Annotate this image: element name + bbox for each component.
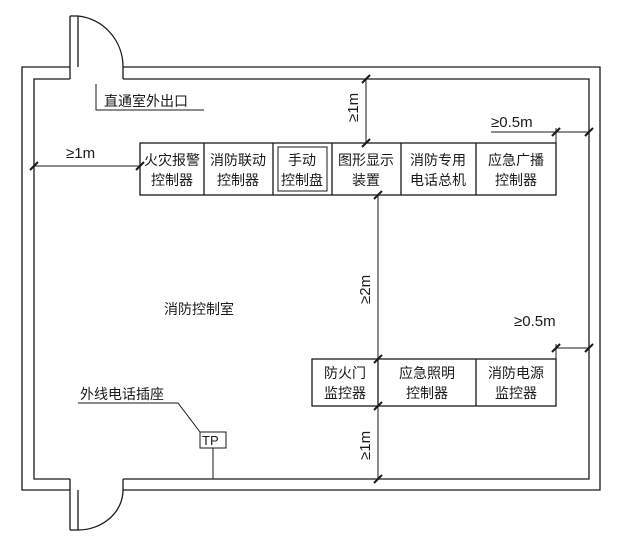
manual-panel-line1: 手动 — [288, 153, 316, 169]
fire-power-monitor-line1: 消防电源 — [488, 366, 544, 382]
emergency-broadcast-line2: 控制器 — [495, 173, 537, 189]
dimension-top: ≥1m — [345, 74, 371, 148]
exit-label: 直通室外出口 — [104, 93, 188, 110]
telephone-socket: 外线电话插座 TP — [78, 387, 227, 479]
dim-bottom-clearance: ≥1m — [357, 431, 374, 460]
room-walls — [21, 66, 601, 491]
dim-left-clearance: ≥1m — [66, 145, 95, 162]
dim-top-clearance: ≥1m — [345, 93, 362, 122]
fire-power-monitor-line2: 监控器 — [495, 386, 537, 402]
fire-alarm-controller-line1: 火灾报警 — [144, 152, 200, 169]
socket-symbol: TP — [202, 433, 219, 448]
room-label: 消防控制室 — [164, 301, 234, 318]
fire-door-monitor-line1: 防火门 — [324, 366, 366, 382]
fire-door-monitor-line2: 监控器 — [324, 386, 366, 402]
dimension-bottom-right: ≥0.5m — [514, 313, 594, 359]
dim-between-rows: ≥2m — [357, 275, 374, 304]
top-door — [69, 15, 124, 68]
emergency-broadcast-line1: 应急广播 — [488, 152, 544, 169]
dimension-top-right: ≥0.5m — [491, 114, 594, 143]
emergency-lighting-controller-line2: 控制器 — [406, 386, 448, 402]
dim-bottom-right-clearance: ≥0.5m — [514, 313, 556, 330]
socket-label: 外线电话插座 — [80, 387, 164, 403]
dimension-between-rows: ≥2m — [357, 190, 383, 364]
graphic-display-line2: 装置 — [352, 173, 380, 189]
linkage-controller-line2: 控制器 — [217, 173, 259, 189]
fire-telephone-host-line2: 电话总机 — [410, 173, 466, 189]
top-equipment-row: 火灾报警 控制器 消防联动 控制器 手动 控制盘 图形显示 装置 消防专用 电话… — [139, 142, 557, 196]
dim-top-right-clearance: ≥0.5m — [491, 114, 533, 131]
graphic-display-line1: 图形显示 — [338, 153, 394, 169]
dimension-left: ≥1m — [29, 145, 145, 171]
bottom-door — [69, 489, 124, 531]
bottom-equipment-row: 防火门 监控器 应急照明 控制器 消防电源 监控器 — [311, 358, 557, 407]
fire-alarm-controller-line2: 控制器 — [151, 173, 193, 189]
dimension-bottom: ≥1m — [357, 401, 383, 484]
emergency-lighting-controller-line1: 应急照明 — [399, 365, 455, 382]
manual-panel-line2: 控制盘 — [281, 172, 323, 189]
fire-telephone-host-line1: 消防专用 — [410, 153, 466, 169]
exit-label-group: 直通室外出口 — [95, 84, 204, 111]
linkage-controller-line1: 消防联动 — [210, 153, 266, 169]
